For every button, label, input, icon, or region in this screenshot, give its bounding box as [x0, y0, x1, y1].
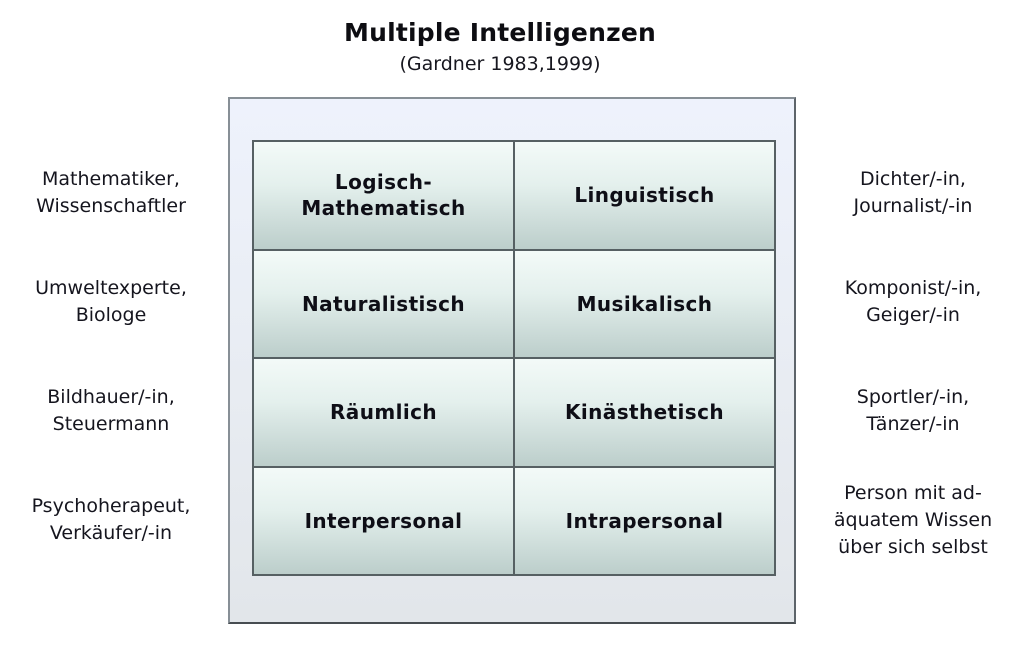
left-label-raeumlich: Bildhauer/-in, Steuermann	[47, 386, 175, 436]
left-label-naturalistisch: Umweltexperte, Biologe	[35, 276, 187, 326]
right-profession-column: Dichter/-in, Journalist/-in Komponist/-i…	[802, 138, 1024, 575]
cell-logisch-mathematisch: Logisch- Mathematisch	[254, 142, 513, 249]
left-label-interpersonal: Psychoherapeut, Verkäufer/-in	[31, 495, 191, 545]
title-block: Multiple Intelligenzen (Gardner 1983,199…	[0, 18, 1000, 75]
left-profession-column: Mathematiker, Wissenschaftler Umweltexpe…	[0, 138, 222, 575]
right-label-intrapersonal: Person mit ad- äquatem Wissen über sich …	[833, 481, 993, 558]
cell-intrapersonal: Intrapersonal	[515, 467, 774, 574]
cell-kinaesthetisch: Kinästhetisch	[515, 359, 774, 466]
right-label-linguistisch: Dichter/-in, Journalist/-in	[853, 167, 973, 217]
intelligences-panel: Logisch- Mathematisch Linguistisch Natur…	[228, 97, 796, 624]
diagram-title: Multiple Intelligenzen	[344, 18, 656, 47]
diagram-subtitle: (Gardner 1983,1999)	[399, 53, 601, 75]
cell-linguistisch: Linguistisch	[515, 142, 774, 249]
intelligences-grid: Logisch- Mathematisch Linguistisch Natur…	[252, 140, 776, 576]
right-label-kinaesthetisch: Sportler/-in, Tänzer/-in	[856, 386, 970, 436]
cell-interpersonal: Interpersonal	[254, 467, 513, 574]
left-label-logisch-mathematisch: Mathematiker, Wissenschaftler	[36, 167, 186, 217]
cell-musikalisch: Musikalisch	[515, 250, 774, 357]
cell-naturalistisch: Naturalistisch	[254, 250, 513, 357]
right-label-musikalisch: Komponist/-in, Geiger/-in	[844, 276, 982, 326]
cell-raeumlich: Räumlich	[254, 359, 513, 466]
